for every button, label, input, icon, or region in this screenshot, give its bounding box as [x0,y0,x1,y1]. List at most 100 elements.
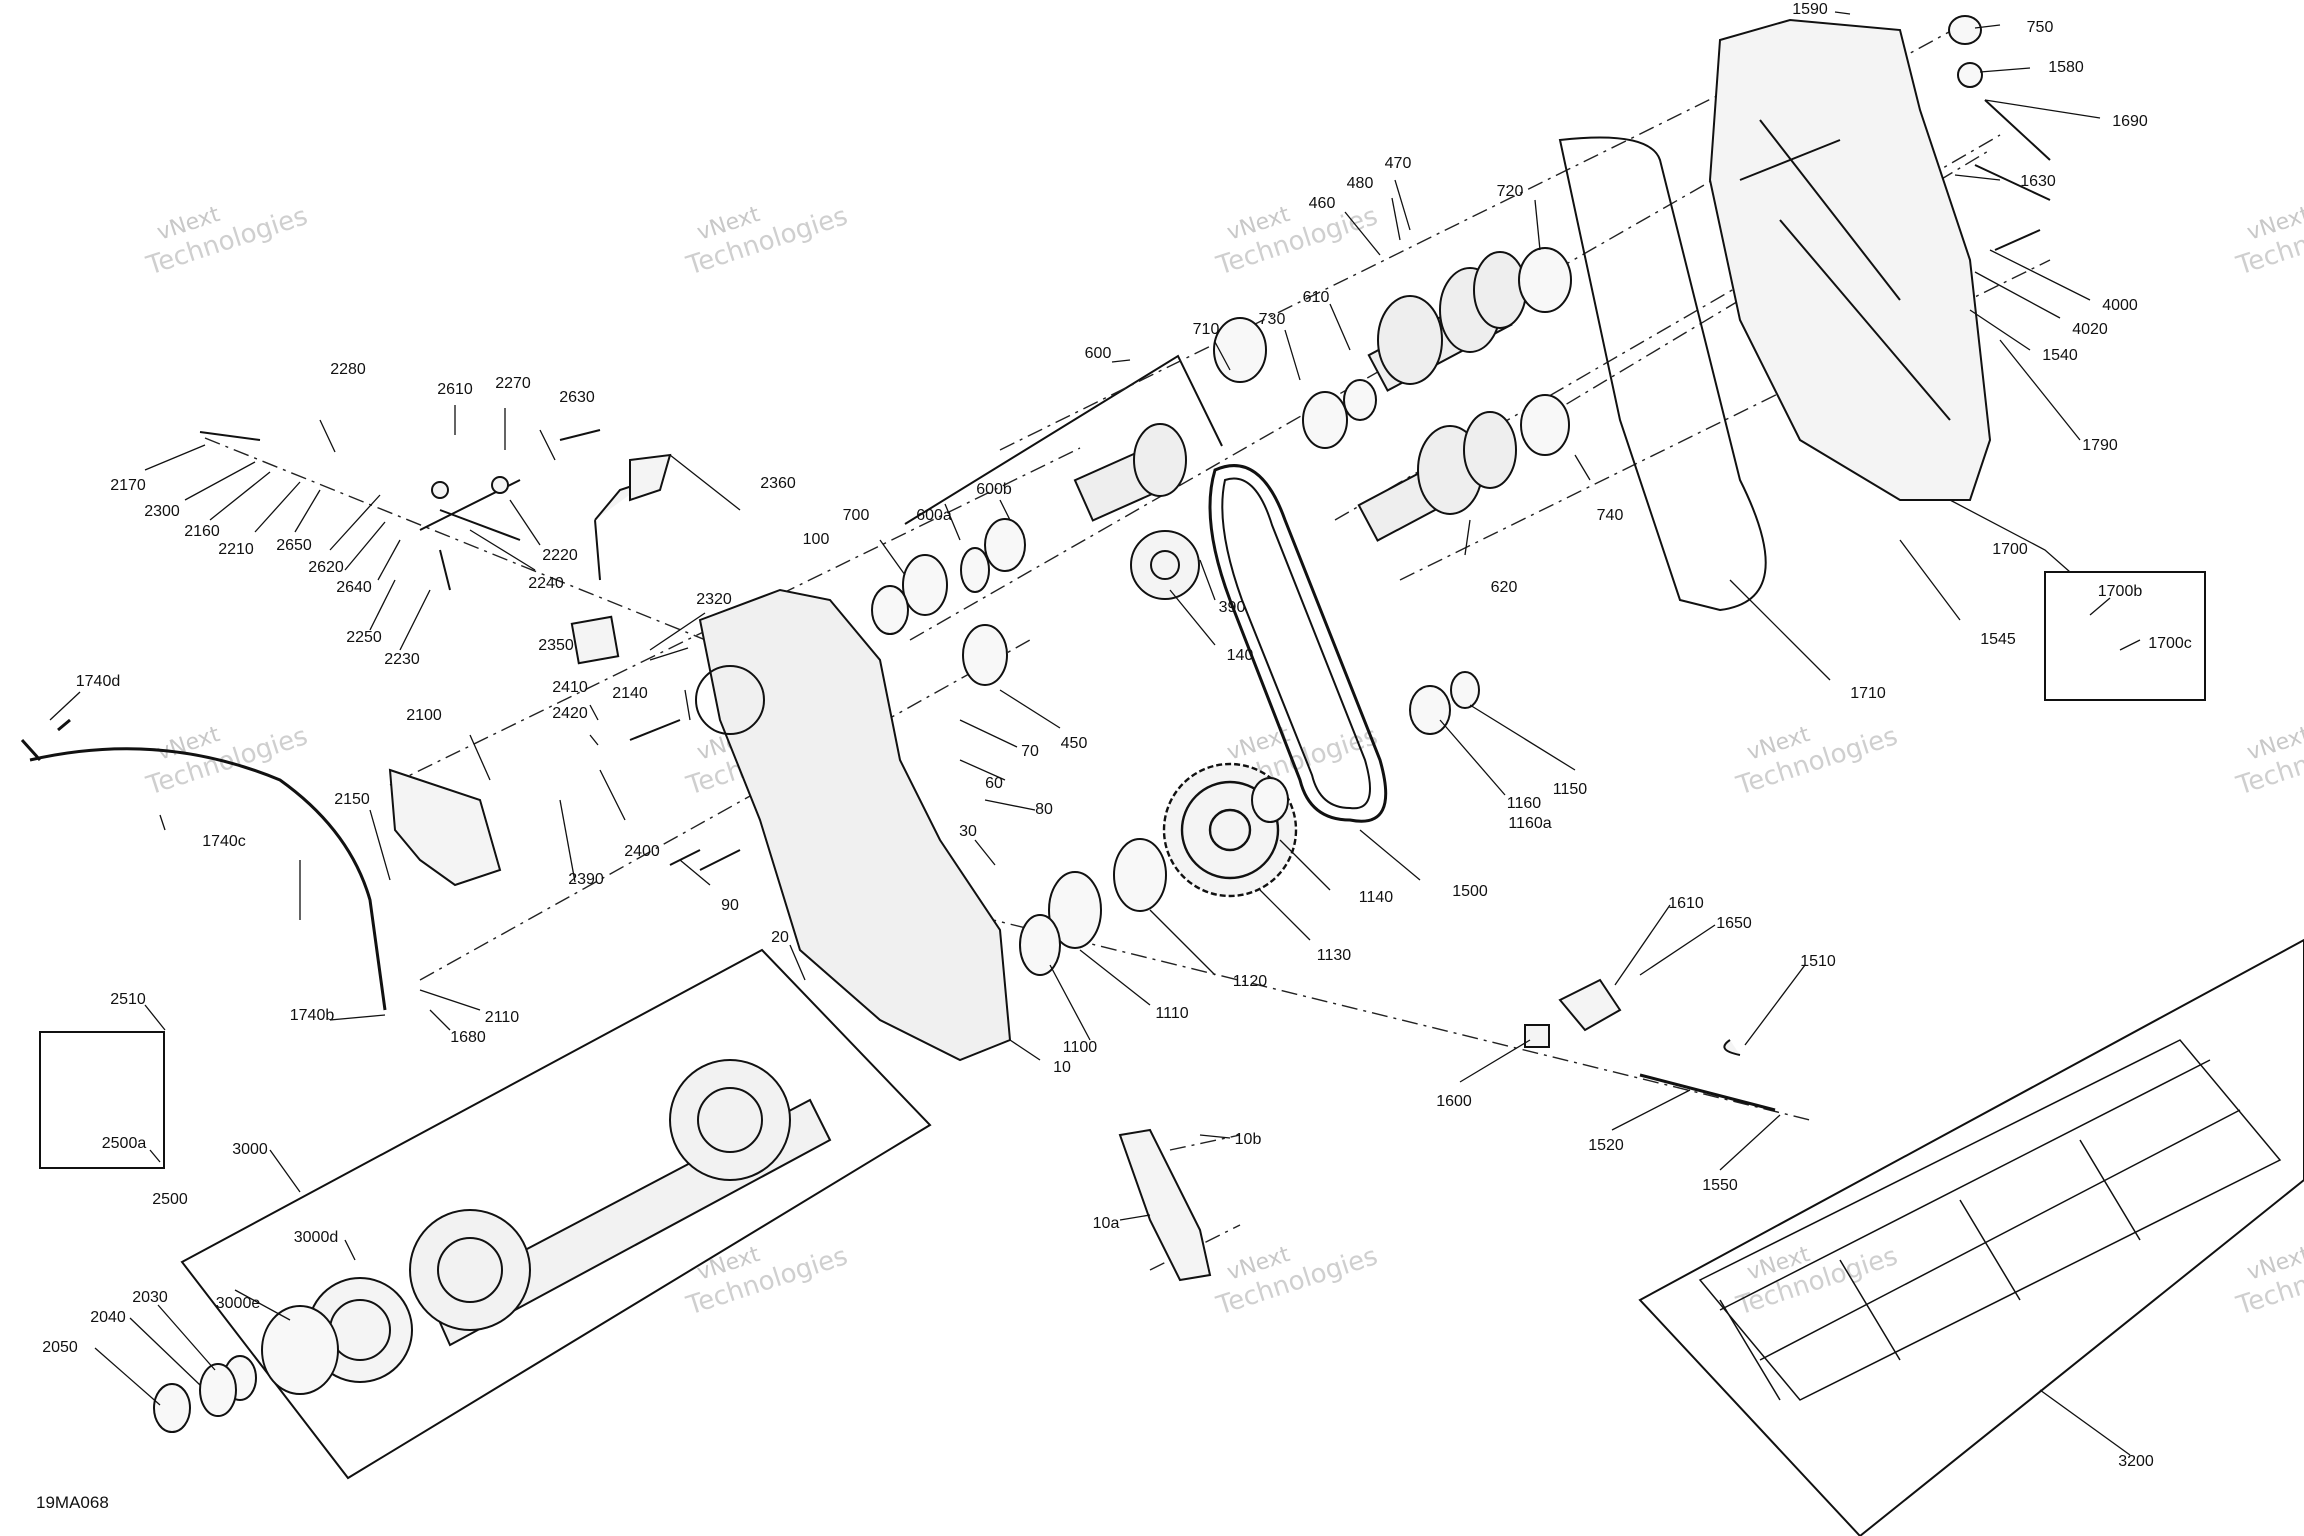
part-label-1650: 1650 [1716,915,1752,932]
rear-cover-housing [1708,18,1992,501]
part-label-1600: 1600 [1436,1093,1472,1110]
part-label-10: 10 [1053,1059,1071,1076]
gear-140 [1130,530,1200,600]
part-label-600: 600 [1085,345,1112,362]
part-label-1690: 1690 [2112,113,2148,130]
part-label-1150: 1150 [1553,781,1588,798]
track-3200 [1698,1039,2282,1401]
bracket-10a [1118,1128,1212,1282]
group-boxes [39,354,2304,1536]
part-label-1500: 1500 [1452,883,1488,900]
part-label-1590: 1590 [1792,1,1828,18]
part-label-20: 20 [771,929,789,946]
part-label-2270: 2270 [495,375,531,392]
part-label-480: 480 [1347,175,1374,192]
part-label-1700b: 1700b [2098,583,2143,600]
part-label-2160: 2160 [184,523,220,540]
part-label-2410: 2410 [552,679,588,696]
part-label-1160: 1160 [1507,795,1542,812]
part-label-2420: 2420 [552,705,588,722]
part-label-1610: 1610 [1668,895,1704,912]
diagram-code: 19MA068 [36,1493,109,1512]
part-label-2210: 2210 [218,541,254,558]
part-label-1630: 1630 [2020,173,2056,190]
part-label-700: 700 [843,507,870,524]
part-callouts: 1590 750 1580 1690 1630 4000 4020 1540 1… [42,1,2192,1470]
part-label-1550: 1550 [1702,1177,1738,1194]
part-label-2390: 2390 [568,871,604,888]
part-label-2110: 2110 [485,1009,520,1026]
part-label-1700c: 1700c [2148,635,2192,652]
part-label-1110: 1110 [1155,1005,1188,1022]
part-label-1100: 1100 [1063,1039,1098,1056]
part-label-600b: 600b [976,481,1012,498]
group-box-3200 [1638,938,2304,1536]
part-label-1140: 1140 [1359,889,1394,906]
part-label-2650: 2650 [276,537,312,554]
part-label-610: 610 [1303,289,1330,306]
part-label-2140: 2140 [612,685,648,702]
sprocket-hub-3000 [409,1059,832,1347]
shaft-610 [1367,251,1527,392]
part-label-740: 740 [1597,507,1624,524]
part-label-730: 730 [1259,311,1286,328]
part-label-2500a: 2500a [102,1135,147,1152]
part-label-1580: 1580 [2048,59,2084,76]
part-label-600a: 600a [916,507,952,524]
part-label-2100: 2100 [406,707,442,724]
shaft-620 [1357,411,1517,542]
part-label-1700: 1700 [1992,541,2028,558]
part-label-390: 390 [1219,599,1246,616]
part-label-1740c: 1740c [202,833,246,850]
drive-belt [1208,464,1388,823]
group-box-1700 [2044,571,2206,701]
part-label-1520: 1520 [1588,1137,1624,1154]
part-label-1540: 1540 [2042,347,2078,364]
part-label-2510: 2510 [110,991,146,1008]
part-label-1740d: 1740d [76,673,121,690]
part-label-720: 720 [1497,183,1524,200]
part-label-3000d: 3000d [294,1229,339,1246]
part-label-1740b: 1740b [290,1007,335,1024]
part-label-2240: 2240 [528,575,564,592]
part-label-2350: 2350 [538,637,574,654]
part-label-2040: 2040 [90,1309,126,1326]
group-box-2500 [39,1031,165,1169]
part-label-10b: 10b [1235,1131,1262,1148]
part-label-2500: 2500 [152,1191,188,1208]
part-label-2220: 2220 [542,547,578,564]
part-label-80: 80 [1035,801,1053,818]
part-label-2320: 2320 [696,591,732,608]
part-label-1160a: 1160a [1508,815,1551,832]
part-label-2360: 2360 [760,475,796,492]
part-label-2620: 2620 [308,559,344,576]
part-label-30: 30 [959,823,977,840]
shift-mechanism [388,453,741,887]
part-label-140: 140 [1227,647,1254,664]
part-label-470: 470 [1385,155,1412,172]
gasket-1710 [1558,136,1767,612]
part-label-3200: 3200 [2118,1453,2154,1470]
center-housing-bore [695,665,765,735]
part-label-2400: 2400 [624,843,660,860]
part-label-4020: 4020 [2072,321,2108,338]
part-label-2610: 2610 [437,381,473,398]
seals-bearings [153,15,1983,1433]
part-label-1120: 1120 [1233,973,1268,990]
part-label-460: 460 [1309,195,1336,212]
part-label-2250: 2250 [346,629,382,646]
group-box-3000 [180,948,932,1480]
part-label-3000: 3000 [232,1141,268,1158]
detent-1600-1610 [1524,978,1776,1112]
center-housing [698,588,1012,1062]
part-label-2630: 2630 [559,389,595,406]
part-label-1710: 1710 [1850,685,1886,702]
part-label-2300: 2300 [144,503,180,520]
part-label-10a: 10a [1093,1215,1120,1232]
part-label-2050: 2050 [42,1339,78,1356]
part-label-1130: 1130 [1317,947,1352,964]
group-bracket-600 [904,354,1223,525]
part-label-710: 710 [1193,321,1220,338]
part-label-70: 70 [1021,743,1039,760]
